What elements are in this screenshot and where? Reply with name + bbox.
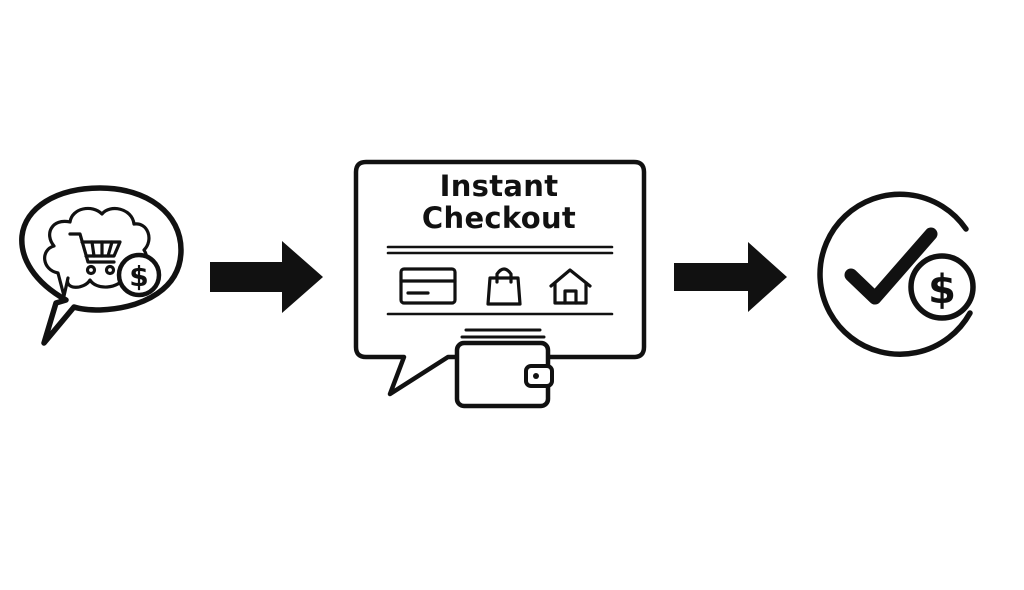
intent-step: $ bbox=[19, 185, 184, 346]
svg-text:$: $ bbox=[129, 260, 148, 293]
checkout-step bbox=[353, 159, 647, 409]
shopping-cart-icon bbox=[68, 232, 122, 276]
thought-cloud-icon bbox=[43, 206, 151, 298]
checkout-title-line2: Checkout bbox=[421, 201, 577, 235]
arrow-right-icon bbox=[674, 242, 787, 312]
progress-ring-icon bbox=[817, 191, 973, 357]
dollar-coin-icon: $ bbox=[116, 252, 162, 298]
speech-bubble-icon bbox=[19, 185, 184, 346]
shopping-bag-icon bbox=[486, 267, 522, 306]
svg-text:$: $ bbox=[928, 267, 956, 313]
dollar-coin-icon: $ bbox=[908, 253, 976, 321]
checkmark-icon bbox=[844, 227, 938, 305]
divider-top bbox=[386, 245, 614, 255]
checkout-title: Instant Checkout bbox=[364, 170, 634, 234]
home-icon bbox=[549, 268, 592, 305]
arrow-right-icon bbox=[210, 241, 323, 313]
complete-step: $ bbox=[817, 191, 976, 357]
credit-card-icon bbox=[399, 267, 457, 305]
checkout-title-line1: Instant bbox=[439, 169, 559, 203]
wallet-icon bbox=[454, 328, 554, 409]
